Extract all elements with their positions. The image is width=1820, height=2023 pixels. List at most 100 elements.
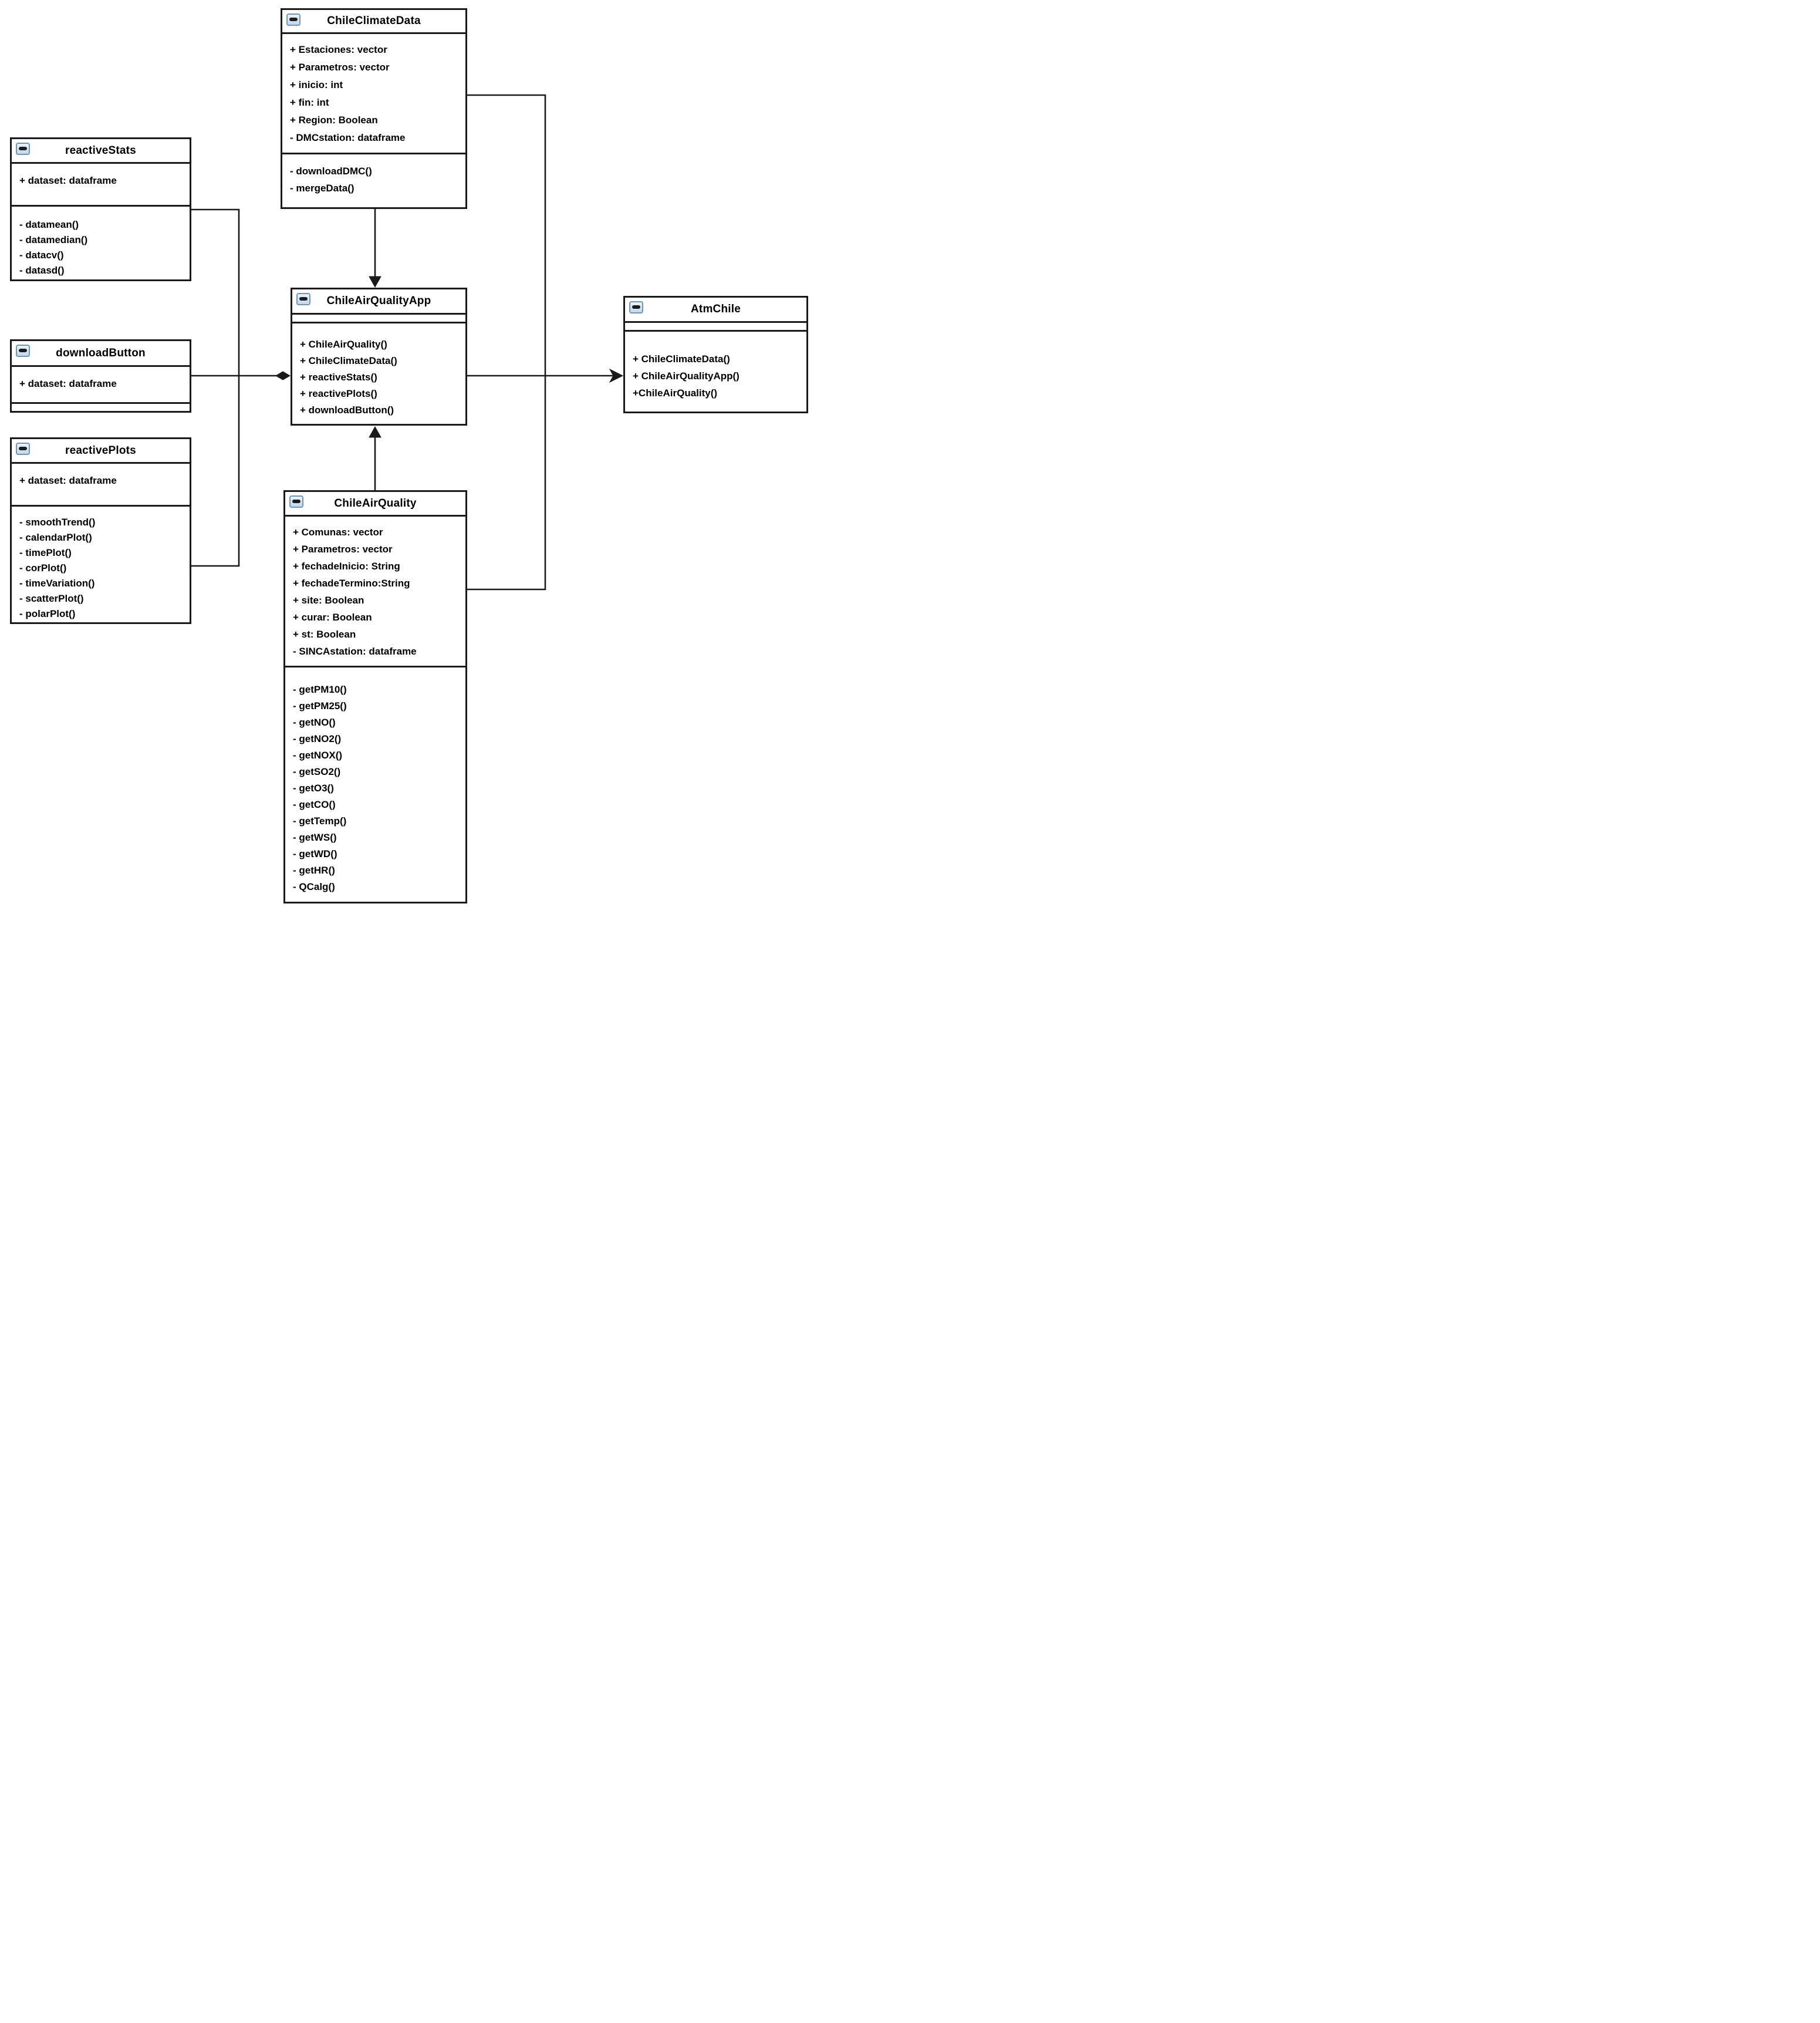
method-row: + ChileClimateData() xyxy=(633,353,730,365)
attributes-compartment-empty xyxy=(292,313,465,322)
attribute-row: + Estaciones: vector xyxy=(290,44,387,55)
attributes-compartment: + dataset: dataframe xyxy=(12,365,190,402)
arrowhead-up-icon xyxy=(369,426,381,438)
attribute-row: + curar: Boolean xyxy=(293,612,372,623)
class-icon-bar xyxy=(632,305,640,309)
attributes-compartment: + Estaciones: vector + Parametros: vecto… xyxy=(282,32,465,153)
class-icon-bar xyxy=(19,147,27,150)
class-box-chileairqualityapp: ChileAirQualityApp + ChileAirQuality() +… xyxy=(291,288,467,426)
class-icon-bar xyxy=(19,349,27,352)
class-box-atmchile: AtmChile + ChileClimateData() + ChileAir… xyxy=(623,296,808,413)
methods-compartment: - getPM10() - getPM25() - getNO() - getN… xyxy=(285,666,465,902)
method-row: + reactiveStats() xyxy=(300,372,377,383)
method-row: + ChileAirQuality() xyxy=(300,339,387,350)
method-row: - downloadDMC() xyxy=(290,166,372,177)
method-row: - getO3() xyxy=(293,783,334,794)
attribute-row: + st: Boolean xyxy=(293,629,356,640)
method-row: - datamean() xyxy=(19,219,79,230)
class-icon xyxy=(289,495,303,508)
method-row: - smoothTrend() xyxy=(19,517,96,528)
method-row: + ChileAirQualityApp() xyxy=(633,370,740,382)
class-box-reactivestats: reactiveStats + dataset: dataframe - dat… xyxy=(10,137,191,281)
attribute-row: + dataset: dataframe xyxy=(19,378,117,389)
class-header: ChileClimateData xyxy=(282,10,465,32)
attribute-row: + Region: Boolean xyxy=(290,114,378,126)
method-row: - getNO() xyxy=(293,717,336,728)
methods-compartment-empty xyxy=(12,402,190,411)
methods-compartment: + ChileAirQuality() + ChileClimateData()… xyxy=(292,322,465,424)
method-row: - QCalg() xyxy=(293,881,335,892)
class-icon xyxy=(286,14,300,26)
method-row: + reactivePlots() xyxy=(300,388,377,399)
class-title: downloadButton xyxy=(56,346,146,359)
methods-compartment: - datamean() - datamedian() - datacv() -… xyxy=(12,205,190,279)
connector-left-bus xyxy=(191,208,240,567)
method-row: - getWD() xyxy=(293,848,337,859)
method-row: - getPM10() xyxy=(293,684,347,695)
method-row: - getSO2() xyxy=(293,766,341,777)
method-row: - getTemp() xyxy=(293,815,347,827)
class-box-downloadbutton: downloadButton + dataset: dataframe xyxy=(10,339,191,413)
method-row: - datacv() xyxy=(19,249,64,261)
class-box-chileclimatedata: ChileClimateData + Estaciones: vector + … xyxy=(281,8,467,209)
method-row: - getWS() xyxy=(293,832,337,843)
class-title: reactivePlots xyxy=(65,444,136,457)
method-row: - calendarPlot() xyxy=(19,532,92,543)
attribute-row: + site: Boolean xyxy=(293,595,364,606)
method-row: +ChileAirQuality() xyxy=(633,387,718,399)
attribute-row: + fechadeInicio: String xyxy=(293,561,400,572)
class-icon xyxy=(296,293,310,305)
attribute-row: - DMCstation: dataframe xyxy=(290,132,406,143)
attributes-compartment: + Comunas: vector + Parametros: vector +… xyxy=(285,515,465,666)
attribute-row: + Comunas: vector xyxy=(293,527,383,538)
class-title: ChileClimateData xyxy=(327,15,421,27)
method-row: - timePlot() xyxy=(19,547,72,558)
attribute-row: - SINCAstation: dataframe xyxy=(293,646,417,657)
class-icon xyxy=(16,345,30,357)
class-header: ChileAirQualityApp xyxy=(292,289,465,313)
attributes-compartment: + dataset: dataframe xyxy=(12,162,190,205)
arrowhead-down-icon xyxy=(369,276,381,288)
method-row: + ChileClimateData() xyxy=(300,355,397,366)
class-icon-bar xyxy=(19,447,27,450)
class-box-reactiveplots: reactivePlots + dataset: dataframe - smo… xyxy=(10,437,191,624)
class-header: reactiveStats xyxy=(12,139,190,162)
method-row: + downloadButton() xyxy=(300,404,394,416)
class-title: ChileAirQuality xyxy=(334,497,417,510)
class-icon xyxy=(16,143,30,155)
method-row: - datasd() xyxy=(19,265,65,276)
class-header: reactivePlots xyxy=(12,439,190,462)
attributes-compartment-empty xyxy=(625,321,806,330)
class-icon-bar xyxy=(289,18,298,21)
method-row: - getHR() xyxy=(293,865,335,876)
method-row: - mergeData() xyxy=(290,183,354,194)
class-icon xyxy=(16,443,30,455)
method-row: - getNOX() xyxy=(293,750,343,761)
class-title: reactiveStats xyxy=(65,144,136,157)
method-row: - timeVariation() xyxy=(19,578,95,589)
methods-compartment: + ChileClimateData() + ChileAirQualityAp… xyxy=(625,330,806,412)
diamond-arrowhead-icon xyxy=(275,371,291,380)
class-title: AtmChile xyxy=(691,303,741,315)
method-row: - polarPlot() xyxy=(19,608,76,619)
methods-compartment: - smoothTrend() - calendarPlot() - timeP… xyxy=(12,505,190,622)
class-box-chileairquality: ChileAirQuality + Comunas: vector + Para… xyxy=(283,490,467,903)
class-title: ChileAirQualityApp xyxy=(326,295,431,307)
class-icon-bar xyxy=(299,297,308,301)
attribute-row: + inicio: int xyxy=(290,79,343,90)
class-header: AtmChile xyxy=(625,298,806,321)
connector-right-bus xyxy=(467,94,546,591)
class-icon-bar xyxy=(292,500,300,503)
attributes-compartment: + dataset: dataframe xyxy=(12,462,190,505)
method-row: - getNO2() xyxy=(293,733,342,744)
method-row: - getCO() xyxy=(293,799,336,810)
attribute-row: + fin: int xyxy=(290,97,329,108)
method-row: - scatterPlot() xyxy=(19,593,84,604)
class-header: downloadButton xyxy=(12,341,190,365)
arrowhead-right-icon xyxy=(609,368,624,383)
attribute-row: + dataset: dataframe xyxy=(19,475,117,486)
attribute-row: + dataset: dataframe xyxy=(19,175,117,186)
attribute-row: + Parametros: vector xyxy=(293,544,393,555)
method-row: - corPlot() xyxy=(19,562,67,574)
connector-layer xyxy=(191,94,624,591)
